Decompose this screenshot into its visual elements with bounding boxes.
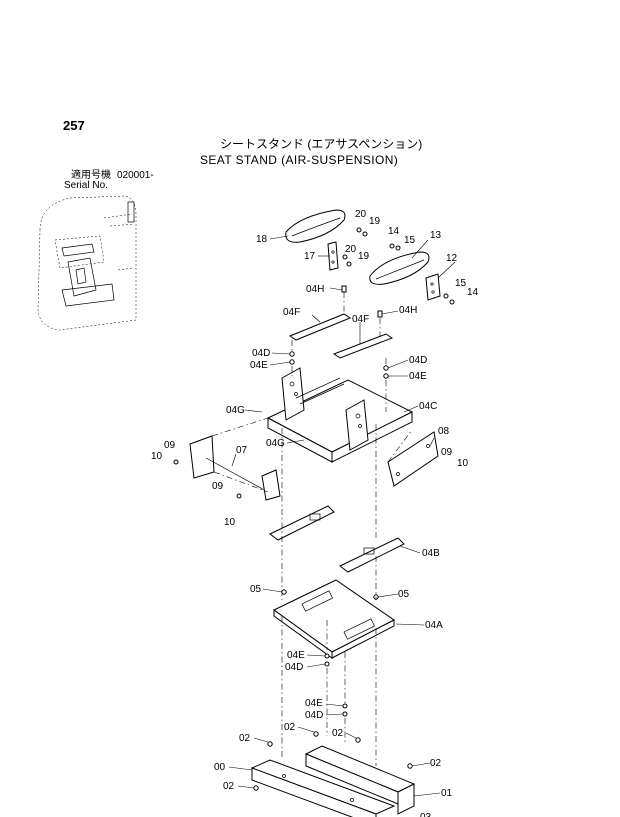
callout-12: 12 [446,253,458,264]
callout-13: 13 [430,230,442,241]
callout-02e: 02 [223,781,235,792]
callout-04e-b: 04E [409,371,427,382]
callout-14b: 14 [467,287,479,298]
serial-label-english: Serial No. [64,180,108,191]
serial-number-value: 020001- [117,170,154,181]
armrest-left-bracket [327,241,339,271]
callout-05b: 05 [398,589,410,600]
callout-09b: 09 [212,481,224,492]
armrest-right [369,251,430,285]
nuts-04d-04e-lower [324,653,348,717]
armrest-left [285,209,346,243]
lower-stands [250,731,416,817]
nuts-04d-04e-upper [289,351,389,379]
callout-labels: 18 20 19 13 14 15 17 20 19 12 15 14 04H … [151,209,479,817]
callout-17: 17 [304,251,316,262]
callout-04d-b: 04D [409,355,427,366]
callout-03: 03 [420,812,432,817]
callout-09c: 09 [441,447,453,458]
slide-rails-04b [269,505,405,573]
bolts-04h [341,285,383,318]
serial-label-japanese: 適用号機 [71,170,111,181]
callout-05a: 05 [250,584,262,595]
callout-04d-a: 04D [252,348,270,359]
callout-20a: 20 [355,209,367,220]
callout-18: 18 [256,234,268,245]
callout-04h-b: 04H [399,305,417,316]
callout-04e-a: 04E [250,360,268,371]
callout-02c: 02 [332,728,344,739]
callout-04g-a: 04G [226,405,245,416]
callout-00: 00 [214,762,226,773]
leader-lines [228,235,456,797]
title-english: SEAT STAND (AIR-SUSPENSION) [200,153,399,167]
callout-02a: 02 [239,733,251,744]
callout-20b: 20 [345,244,357,255]
callout-04d-d: 04D [305,710,323,721]
callout-07: 07 [236,445,248,456]
callout-09a: 09 [164,440,176,451]
callout-01: 01 [441,788,453,799]
plates-04f [288,313,394,359]
armrest-right-bracket [425,273,441,301]
side-cover-08 [387,431,439,487]
title-japanese: シートスタンド (エアサスペンション) [220,137,423,151]
callout-02d: 02 [430,758,442,769]
callout-04e-c: 04E [287,650,305,661]
callout-04c: 04C [419,401,437,412]
left-bracket-07 [173,435,281,501]
callout-15b: 15 [455,278,467,289]
callout-04f-b: 04F [352,314,369,325]
callout-04b: 04B [422,548,440,559]
callout-04f-a: 04F [283,307,300,318]
callout-14a: 14 [388,226,400,237]
callout-10a: 10 [151,451,163,462]
callout-04a: 04A [425,620,443,631]
callout-04g-b: 04G [266,438,285,449]
callout-04d-c: 04D [285,662,303,673]
callout-08: 08 [438,426,450,437]
callout-04e-d: 04E [305,698,323,709]
callout-10c: 10 [457,458,469,469]
callout-19b: 19 [358,251,370,262]
assembly-center-lines [211,292,413,766]
callout-04h-a: 04H [306,284,324,295]
page-number: 257 [63,118,85,133]
seat-frame-04c [266,367,414,463]
callout-19a: 19 [369,216,381,227]
cab-location-thumbnail [37,195,137,331]
callout-15a: 15 [404,235,416,246]
armrest-fasteners [342,227,455,305]
callout-02b: 02 [284,722,296,733]
callout-10b: 10 [224,517,236,528]
